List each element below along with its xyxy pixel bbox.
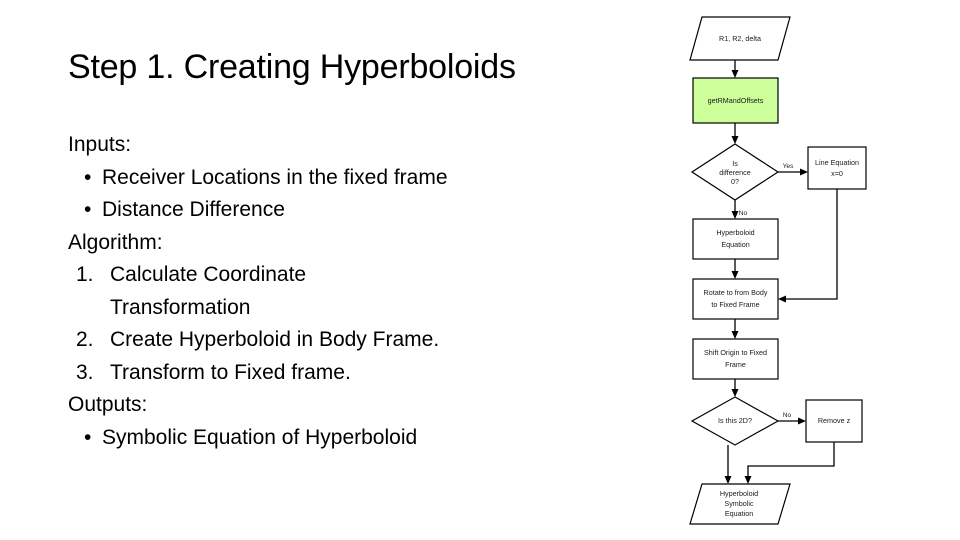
- flow-node-get-rm-offsets-label: getRMandOffsets: [708, 96, 764, 105]
- flow-edge-label-no-difference: No: [739, 210, 748, 217]
- arrowhead-icon: [798, 417, 806, 425]
- flow-node-hyperboloid-equation: [692, 218, 779, 260]
- flowchart-diagram: R1, R2, delta getRMandOffsets Is differe…: [660, 0, 960, 540]
- flow-node-output-label-line1: Hyperboloid: [720, 489, 758, 498]
- flow-connector: [784, 189, 838, 300]
- flow-node-is-2d: [690, 396, 780, 446]
- flow-node-hyperboloid-equation-label-line1: Hyperboloid: [716, 228, 754, 237]
- flow-node-output-label-line3: Equation: [725, 509, 753, 518]
- flow-node-input-data-label: R1, R2, delta: [719, 34, 761, 43]
- bullet-icon: •: [84, 165, 92, 189]
- bullet-icon: •: [84, 426, 92, 450]
- flow-node-output: [689, 483, 791, 525]
- arrowhead-icon: [724, 476, 732, 484]
- flow-node-remove-z: [805, 399, 863, 443]
- list-item-number: 3.: [76, 360, 94, 384]
- flow-node-hyperboloid-equation-label-line2: Equation: [721, 240, 749, 249]
- arrowhead-icon: [731, 211, 739, 219]
- list-item: 1. Calculate Coordinate Transformation: [68, 259, 648, 324]
- flow-node-is-difference-zero-label-line2: difference: [719, 168, 750, 177]
- flow-node-is-difference-zero-label-line3: 0?: [731, 177, 739, 186]
- list-item: • Distance Difference: [68, 194, 648, 227]
- arrowhead-icon: [731, 70, 739, 78]
- page-title: Step 1. Creating Hyperboloids: [68, 48, 516, 86]
- flow-node-line-equation-label-line1: Line Equation: [815, 158, 859, 167]
- bullet-icon: •: [84, 198, 92, 222]
- arrowhead-icon: [731, 331, 739, 339]
- list-item-label: Symbolic Equation of Hyperboloid: [102, 426, 418, 450]
- arrowhead-icon: [744, 476, 752, 484]
- flow-node-rotate-frame-label-line2: to Fixed Frame: [711, 300, 759, 309]
- flow-node-output-label-line2: Symbolic: [724, 499, 754, 508]
- list-item: 3. Transform to Fixed frame.: [68, 357, 648, 390]
- arrowhead-icon: [800, 168, 808, 176]
- list-item-label: Transform to Fixed frame.: [110, 360, 351, 384]
- list-item-label: Distance Difference: [102, 198, 285, 222]
- list-item: • Symbolic Equation of Hyperboloid: [68, 422, 648, 455]
- flow-connector: [747, 442, 835, 478]
- flow-node-rotate-frame: [692, 278, 779, 320]
- flow-node-shift-origin-label-line2: Frame: [725, 360, 746, 369]
- flow-node-shift-origin-label-line1: Shift Origin to Fixed: [704, 348, 767, 357]
- list-item-number: 2.: [76, 328, 94, 352]
- list-item: • Receiver Locations in the fixed frame: [68, 162, 648, 195]
- arrowhead-icon: [731, 271, 739, 279]
- arrowhead-icon: [731, 389, 739, 397]
- list-item-label: Create Hyperboloid in Body Frame.: [110, 328, 440, 352]
- arrowhead-icon: [778, 295, 786, 303]
- list-item-number: 1.: [76, 263, 94, 287]
- list-item-label: Calculate Coordinate Transformation: [110, 263, 307, 319]
- list-item-label: Receiver Locations in the fixed frame: [102, 165, 448, 189]
- flow-node-shift-origin: [692, 338, 779, 380]
- flow-node-rotate-frame-label-line1: Rotate to from Body: [704, 288, 768, 297]
- flow-edge-label-yes: Yes: [783, 163, 794, 170]
- list-item: 2. Create Hyperboloid in Body Frame.: [68, 324, 648, 357]
- arrowhead-icon: [731, 136, 739, 144]
- flow-node-is-difference-zero-label-line1: Is: [732, 159, 738, 168]
- inputs-heading: Inputs:: [68, 133, 132, 157]
- algorithm-heading: Algorithm:: [68, 230, 163, 254]
- flow-node-remove-z-label: Remove z: [818, 416, 851, 425]
- flow-node-get-rm-offsets: [692, 77, 779, 124]
- flow-node-line-equation: [807, 146, 867, 190]
- flow-node-is-2d-label: Is this 2D?: [718, 416, 752, 425]
- flow-node-line-equation-label-line2: x=0: [831, 169, 843, 178]
- flow-edge-label-no-2d: No: [783, 412, 792, 419]
- flow-node-input-data: [689, 16, 791, 61]
- slide-text-content: Step 1. Creating Hyperboloids Inputs: • R…: [68, 48, 648, 455]
- outputs-heading: Outputs:: [68, 393, 148, 417]
